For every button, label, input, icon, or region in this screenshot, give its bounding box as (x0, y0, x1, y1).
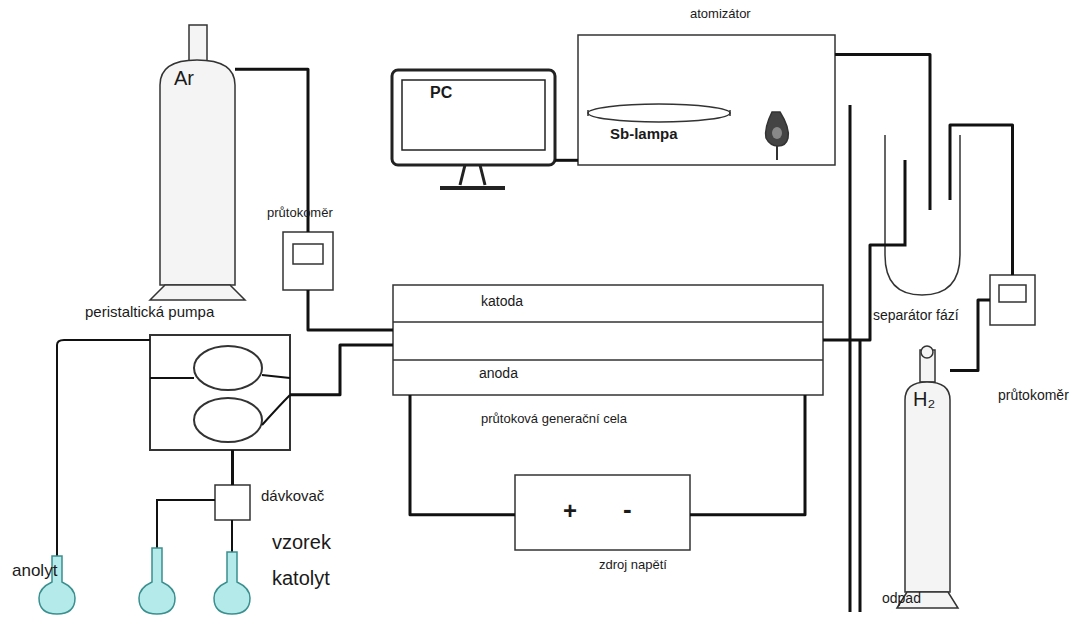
node-label: dávkovač (261, 487, 324, 504)
peristaltic-pump (150, 335, 290, 450)
tube-connector (823, 245, 885, 340)
phase-separator (885, 135, 960, 295)
part-label: odpad (882, 590, 921, 606)
pc-monitor (392, 70, 555, 188)
tube (157, 500, 215, 548)
tube-connector (950, 125, 1013, 275)
atomizer-box: atomizátorSb-lampa (578, 35, 835, 165)
flowmeter: průtokoměr (283, 232, 333, 290)
tube (231, 520, 233, 552)
tube (262, 375, 290, 425)
node-label: - (623, 495, 632, 525)
gas-cylinder: Ar (160, 25, 235, 285)
power-source-box (515, 475, 690, 550)
hydrogen-cylinder (897, 346, 958, 608)
node-label: katoda (481, 293, 523, 309)
node-label: atomizátor (690, 7, 751, 22)
part-label: anolyt (12, 561, 57, 581)
gas-cylinder: H₂ (905, 350, 950, 608)
node-label: anoda (479, 365, 518, 381)
flowmeter (990, 275, 1035, 325)
node-label: separátor fází (873, 307, 959, 323)
flask (39, 548, 250, 614)
pc-monitor: PC (392, 70, 555, 165)
flowmeter: průtokoměr (990, 275, 1035, 325)
phase-separator: separátor fází (885, 135, 960, 295)
tube-connector (308, 290, 393, 330)
argon-cylinder (150, 25, 245, 300)
node-label: PC (430, 84, 452, 102)
node-label: průtoková generační cela (481, 412, 627, 427)
part-label: katolyt (272, 567, 330, 590)
flow-generation-cell (393, 285, 823, 395)
node-label: peristaltická pumpa (85, 303, 214, 320)
node-label: + (563, 497, 577, 525)
tube-connector (555, 159, 578, 162)
tube-connector (231, 450, 234, 485)
pump-box: peristaltická pumpa (150, 335, 290, 450)
tube-connector (690, 395, 805, 515)
tube (57, 340, 194, 556)
atomizer-box (578, 35, 835, 165)
flowmeter (283, 232, 333, 290)
power-source: +-zdroj napětí (515, 475, 690, 550)
part-label: vzorek (272, 531, 331, 554)
dispenser-box (215, 485, 250, 520)
lamp-icon (766, 112, 789, 160)
tube-connector (835, 55, 930, 136)
node-label: H₂ (913, 388, 935, 411)
tube-connector (290, 345, 393, 395)
node-label: průtokoměr (267, 206, 333, 221)
node-label: průtokoměr (998, 387, 1069, 403)
waste-pipe (850, 105, 860, 612)
node-label: Sb-lampa (610, 125, 678, 142)
node-label: Ar (174, 67, 194, 90)
generation-cell: katodaanodaprůtoková generační cela (393, 285, 823, 395)
node-label: zdroj napětí (599, 558, 667, 573)
dispenser: dávkovač (215, 485, 250, 520)
